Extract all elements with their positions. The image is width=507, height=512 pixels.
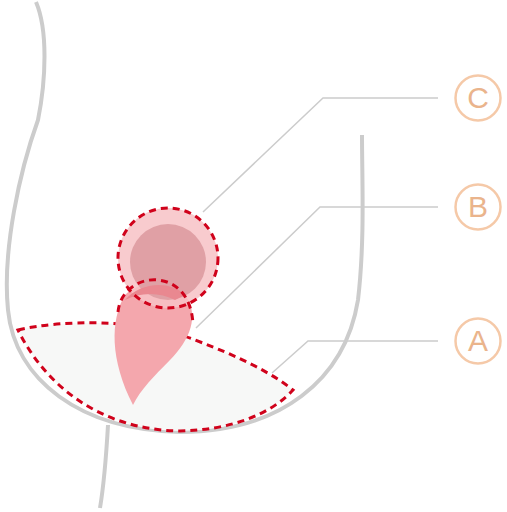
leader-line xyxy=(196,207,438,328)
callout-circle: C xyxy=(454,74,502,122)
leader-line xyxy=(203,98,438,212)
callout-letter: C xyxy=(467,83,489,113)
callout-letter: A xyxy=(468,326,488,356)
callout-letter: B xyxy=(468,192,488,222)
callout-circle: A xyxy=(454,317,502,365)
region-b-border xyxy=(118,280,193,325)
callout-circle-shape xyxy=(456,185,501,230)
callout-circle-shape xyxy=(456,76,501,121)
callout-circle-shape xyxy=(456,319,501,364)
leader-line xyxy=(272,341,438,373)
region-c xyxy=(118,208,218,308)
body-line xyxy=(100,425,108,508)
region-c-border xyxy=(118,208,218,308)
leader-lines xyxy=(196,98,438,373)
callout-circle: B xyxy=(454,183,502,231)
